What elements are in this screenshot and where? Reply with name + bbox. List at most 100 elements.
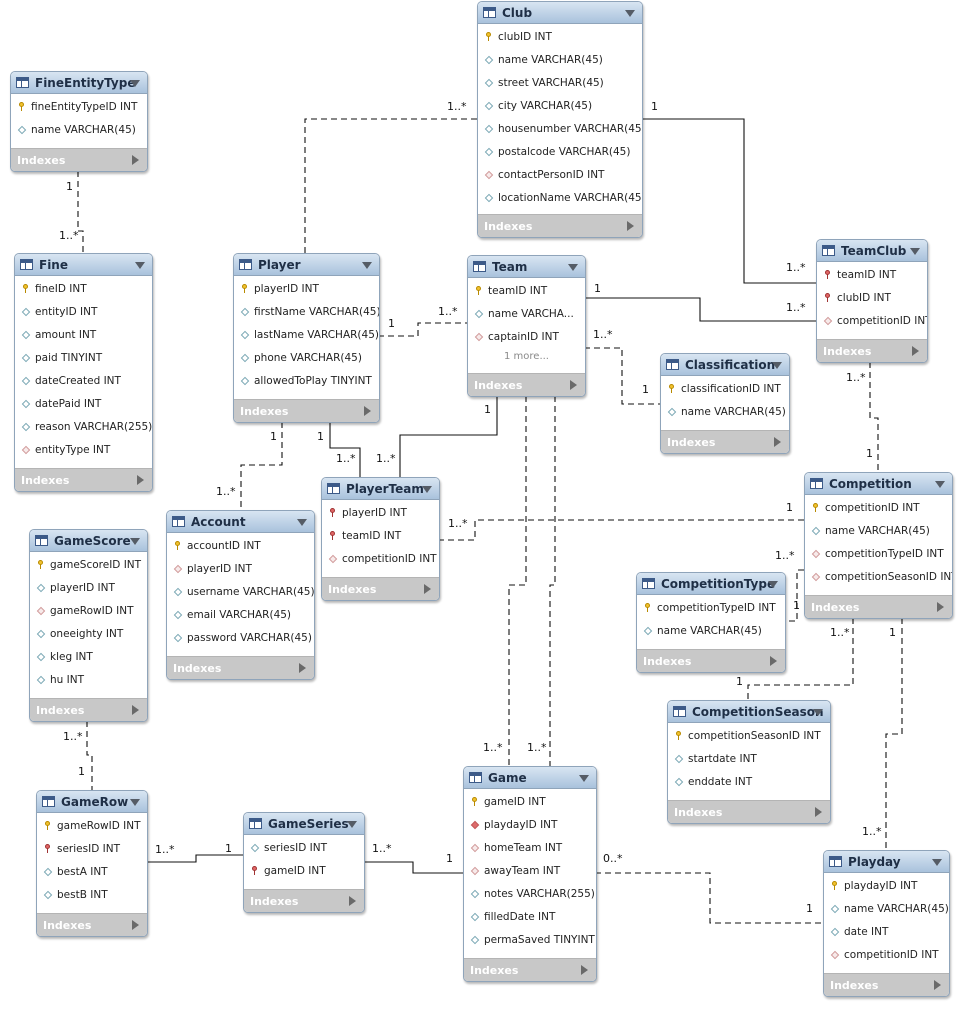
collapse-triangle-icon[interactable] xyxy=(347,821,357,828)
table-header[interactable]: Classification xyxy=(661,354,789,376)
column-name[interactable]: name VARCHAR(45) xyxy=(824,897,949,920)
column-paid[interactable]: paid TINYINT xyxy=(15,346,152,369)
collapse-triangle-icon[interactable] xyxy=(568,264,578,271)
column-kleg[interactable]: kleg INT xyxy=(30,645,147,668)
indexes-section[interactable]: Indexes xyxy=(468,373,585,396)
column-teamid[interactable]: teamID INT xyxy=(817,263,927,286)
column-competitionseasonid[interactable]: competitionSeasonID INT xyxy=(668,724,830,747)
column-name[interactable]: name VARCHAR(45) xyxy=(637,619,785,642)
column-competitiontypeid[interactable]: competitionTypeID INT xyxy=(637,596,785,619)
collapse-triangle-icon[interactable] xyxy=(813,709,823,716)
column-gameid[interactable]: gameID INT xyxy=(244,859,364,882)
column-datepaid[interactable]: datePaid INT xyxy=(15,392,152,415)
table-header[interactable]: FineEntityType xyxy=(11,72,147,94)
collapse-triangle-icon[interactable] xyxy=(130,538,140,545)
expand-arrow-icon[interactable] xyxy=(299,663,306,673)
indexes-section[interactable]: Indexes xyxy=(322,577,439,600)
column-name[interactable]: name VARCHA... xyxy=(468,302,585,325)
table-header[interactable]: Account xyxy=(167,511,314,533)
column-name[interactable]: name VARCHAR(45) xyxy=(11,118,147,141)
indexes-section[interactable]: Indexes xyxy=(805,595,952,618)
column-gamerowid[interactable]: gameRowID INT xyxy=(37,814,147,837)
expand-arrow-icon[interactable] xyxy=(770,656,777,666)
collapse-triangle-icon[interactable] xyxy=(130,799,140,806)
indexes-section[interactable]: Indexes xyxy=(464,958,596,981)
column-captainid[interactable]: captainID INT xyxy=(468,325,585,348)
indexes-section[interactable]: Indexes xyxy=(11,148,147,171)
column-teamid[interactable]: teamID INT xyxy=(468,279,585,302)
table-header[interactable]: CompetitionType xyxy=(637,573,785,595)
table-header[interactable]: Team xyxy=(468,256,585,278)
expand-arrow-icon[interactable] xyxy=(912,346,919,356)
collapse-triangle-icon[interactable] xyxy=(932,859,942,866)
column-firstname[interactable]: firstName VARCHAR(45) xyxy=(234,300,379,323)
column-locationname[interactable]: locationName VARCHAR(45) xyxy=(478,186,642,209)
collapse-triangle-icon[interactable] xyxy=(422,486,432,493)
column-street[interactable]: street VARCHAR(45) xyxy=(478,71,642,94)
column-awayteam[interactable]: awayTeam INT xyxy=(464,859,596,882)
expand-arrow-icon[interactable] xyxy=(934,980,941,990)
indexes-section[interactable]: Indexes xyxy=(661,430,789,453)
column-clubid[interactable]: clubID INT xyxy=(478,25,642,48)
column-housenumber[interactable]: housenumber VARCHAR(45) xyxy=(478,117,642,140)
column-bestb[interactable]: bestB INT xyxy=(37,883,147,906)
indexes-section[interactable]: Indexes xyxy=(824,973,949,996)
indexes-section[interactable]: Indexes xyxy=(30,698,147,721)
column-contactpersonid[interactable]: contactPersonID INT xyxy=(478,163,642,186)
indexes-section[interactable]: Indexes xyxy=(234,399,379,422)
column-phone[interactable]: phone VARCHAR(45) xyxy=(234,346,379,369)
indexes-section[interactable]: Indexes xyxy=(15,468,152,491)
collapse-triangle-icon[interactable] xyxy=(772,362,782,369)
column-playerid[interactable]: playerID INT xyxy=(30,576,147,599)
column-allowedtoplay[interactable]: allowedToPlay TINYINT xyxy=(234,369,379,392)
column-hu[interactable]: hu INT xyxy=(30,668,147,691)
expand-arrow-icon[interactable] xyxy=(570,380,577,390)
column-accountid[interactable]: accountID INT xyxy=(167,534,314,557)
table-header[interactable]: PlayerTeam xyxy=(322,478,439,500)
column-teamid[interactable]: teamID INT xyxy=(322,524,439,547)
column-password[interactable]: password VARCHAR(45) xyxy=(167,626,314,649)
column-datecreated[interactable]: dateCreated INT xyxy=(15,369,152,392)
expand-arrow-icon[interactable] xyxy=(137,475,144,485)
column-playerid[interactable]: playerID INT xyxy=(167,557,314,580)
more-columns-link[interactable]: 1 more... xyxy=(504,351,549,362)
column-fineentitytypeid[interactable]: fineEntityTypeID INT xyxy=(11,95,147,118)
table-header[interactable]: TeamClub xyxy=(817,240,927,262)
expand-arrow-icon[interactable] xyxy=(627,221,634,231)
table-header[interactable]: Competition xyxy=(805,473,952,495)
indexes-section[interactable]: Indexes xyxy=(668,800,830,823)
expand-arrow-icon[interactable] xyxy=(424,584,431,594)
column-classificationid[interactable]: classificationID INT xyxy=(661,377,789,400)
table-header[interactable]: GameSeries xyxy=(244,813,364,835)
collapse-triangle-icon[interactable] xyxy=(625,10,635,17)
column-filleddate[interactable]: filledDate INT xyxy=(464,905,596,928)
column-amount[interactable]: amount INT xyxy=(15,323,152,346)
column-gamescoreid[interactable]: gameScoreID INT xyxy=(30,553,147,576)
column-seriesid[interactable]: seriesID INT xyxy=(37,837,147,860)
expand-arrow-icon[interactable] xyxy=(937,602,944,612)
expand-arrow-icon[interactable] xyxy=(132,920,139,930)
table-header[interactable]: Playday xyxy=(824,851,949,873)
indexes-section[interactable]: Indexes xyxy=(637,649,785,672)
column-playdayid[interactable]: playdayID INT xyxy=(464,813,596,836)
expand-arrow-icon[interactable] xyxy=(364,406,371,416)
column-competitiontypeid[interactable]: competitionTypeID INT xyxy=(805,542,952,565)
expand-arrow-icon[interactable] xyxy=(774,437,781,447)
column-startdate[interactable]: startdate INT xyxy=(668,747,830,770)
expand-arrow-icon[interactable] xyxy=(132,155,139,165)
column-besta[interactable]: bestA INT xyxy=(37,860,147,883)
indexes-section[interactable]: Indexes xyxy=(478,214,642,237)
column-city[interactable]: city VARCHAR(45) xyxy=(478,94,642,117)
indexes-section[interactable]: Indexes xyxy=(817,339,927,362)
indexes-section[interactable]: Indexes xyxy=(244,889,364,912)
expand-arrow-icon[interactable] xyxy=(349,896,356,906)
column-playdayid[interactable]: playdayID INT xyxy=(824,874,949,897)
